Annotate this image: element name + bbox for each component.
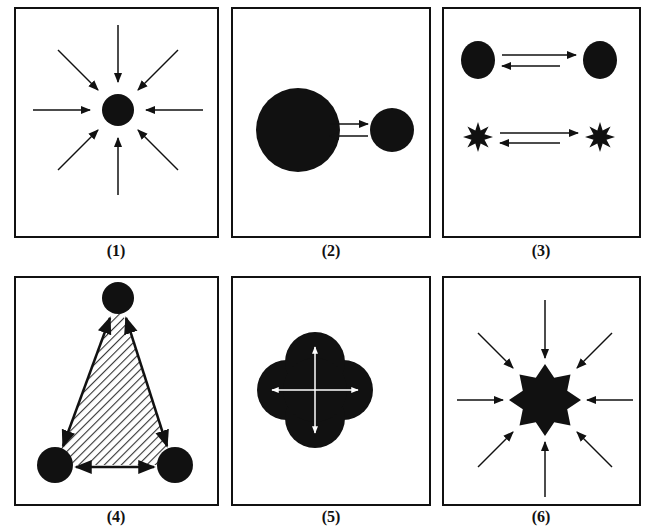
- panel-label: (6): [532, 509, 551, 525]
- panel-5-art: [257, 332, 373, 448]
- panel-4-art: [37, 282, 193, 483]
- panel-6-art: [457, 300, 633, 497]
- panel-3-art: [461, 41, 617, 152]
- panel-frames: [15, 8, 640, 505]
- panel-label: (4): [107, 509, 126, 525]
- panel-label: (5): [322, 509, 341, 525]
- panel-1-art: [33, 25, 203, 195]
- panel-2-art: [256, 88, 414, 172]
- panel-label: (2): [322, 243, 341, 259]
- panel-label: (3): [532, 243, 551, 259]
- panel-label: (1): [107, 243, 126, 259]
